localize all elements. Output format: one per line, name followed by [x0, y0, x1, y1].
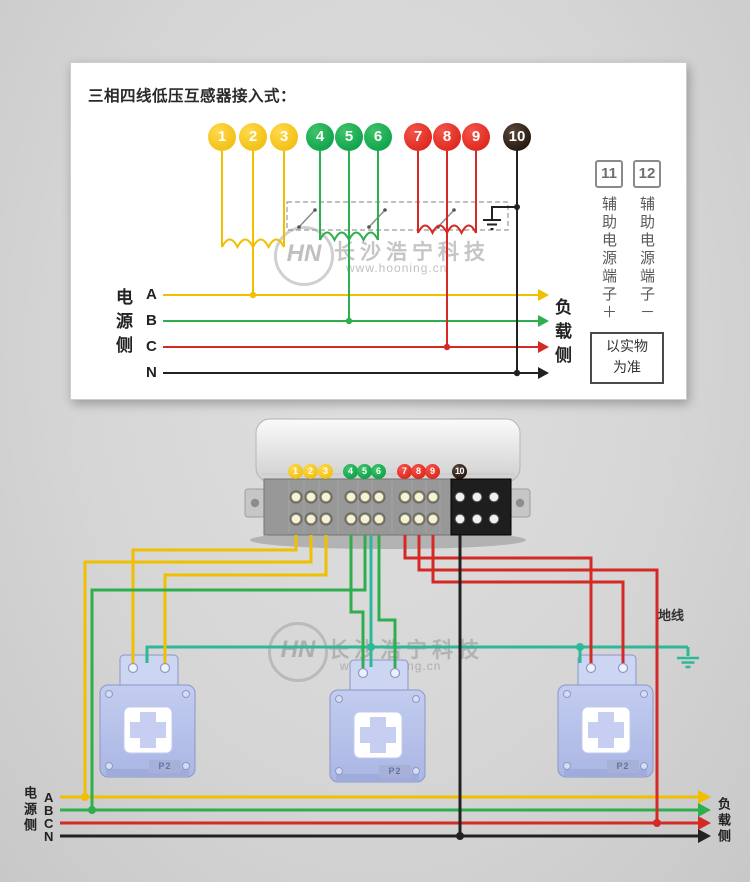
arrow-right-icon: [538, 315, 549, 327]
arrow-right-icon: [538, 367, 549, 379]
meter-terminal-8: 8: [411, 464, 426, 479]
terminal-8: 8: [433, 123, 461, 151]
link-blades: [298, 209, 455, 228]
test-link-box: [286, 201, 509, 231]
meter-terminal-3: 3: [318, 464, 333, 479]
terminal-3: 3: [270, 123, 298, 151]
junction-dot: [367, 643, 375, 651]
ct-p2-label: P2: [379, 765, 411, 778]
schematic: [163, 151, 549, 379]
bus-label-b: B: [44, 803, 54, 818]
wire-phase-b: [163, 151, 538, 322]
watermark-logo-icon: HN: [274, 226, 334, 286]
page-title: 三相四线低压互感器接入式：: [88, 88, 297, 105]
aux-label-minus: 辅助电源端子－: [638, 196, 655, 322]
arrow-right-icon: [698, 790, 711, 804]
note-box: 以实物 为准: [590, 332, 664, 384]
phase-label-c: C: [146, 338, 157, 355]
terminal-strip-aux: [450, 478, 512, 536]
wires-green: [90, 535, 397, 810]
junction-dot: [81, 793, 89, 801]
junction-dot: [513, 369, 521, 377]
phase-label-b: B: [146, 312, 157, 329]
meter-terminal-block: [244, 418, 531, 549]
wire-phase-a: [163, 151, 538, 296]
bus-bars: [60, 795, 698, 838]
terminal-10: 10: [503, 123, 531, 151]
junction-dot: [345, 317, 353, 325]
terminal-7: 7: [404, 123, 432, 151]
ct-p2-label: P2: [607, 760, 639, 773]
arrow-right-icon: [538, 289, 549, 301]
meter-terminal-10: 10: [452, 464, 467, 479]
junction-dot: [249, 291, 257, 299]
arrow-right-icon: [698, 803, 711, 817]
watermark-logo-icon: HN: [268, 622, 328, 682]
ct-coil-symbol-c: [417, 224, 477, 236]
meter-terminal-5: 5: [357, 464, 372, 479]
junction-dot: [576, 643, 584, 651]
source-side-label: 电源侧: [22, 786, 37, 834]
terminal-screws: [289, 490, 500, 526]
aux-label-plus: 辅助电源端子＋: [600, 196, 617, 322]
ground-icon: [483, 219, 501, 230]
phase-label-a: A: [146, 286, 157, 303]
current-transformer-3: [557, 654, 654, 778]
junction-dot: [443, 343, 451, 351]
arrow-right-icon: [538, 341, 549, 353]
current-transformer-1: [99, 654, 196, 778]
meter-terminal-2: 2: [303, 464, 318, 479]
meter-terminal-9: 9: [425, 464, 440, 479]
note-line-2: 为准: [613, 359, 641, 375]
wires-yellow: [83, 535, 328, 797]
junction-dot: [514, 204, 520, 210]
terminal-5: 5: [335, 123, 363, 151]
meter-terminal-7: 7: [397, 464, 412, 479]
wire-phase-c: [163, 151, 538, 348]
terminal-6: 6: [364, 123, 392, 151]
load-side-label: 负载侧: [552, 298, 571, 370]
meter-terminal-1: 1: [288, 464, 303, 479]
meter-terminal-6: 6: [371, 464, 386, 479]
ct-coil-symbol-b: [319, 231, 379, 243]
wire-neutral: [163, 151, 538, 374]
phase-label-n: N: [146, 364, 157, 381]
arrow-right-icon: [698, 816, 711, 830]
junction-dot: [653, 819, 661, 827]
ct-coil-symbol-a: [221, 238, 285, 250]
note-line-1: 以实物: [606, 338, 648, 354]
current-transformer-2: [329, 659, 426, 783]
terminal-4: 4: [306, 123, 334, 151]
aux-terminal-12: 12: [633, 160, 661, 188]
bus-label-n: N: [44, 829, 54, 844]
terminal-9: 9: [462, 123, 490, 151]
bus-label-c: C: [44, 816, 54, 831]
junction-dot: [88, 806, 96, 814]
ground-icon: [677, 656, 699, 669]
meter-terminal-4: 4: [343, 464, 358, 479]
bus-label-a: A: [44, 790, 54, 805]
ct-secondary-screws: [127, 662, 629, 679]
terminal-2: 2: [239, 123, 267, 151]
arrow-right-icon: [698, 829, 711, 843]
ct-p2-label: P2: [149, 760, 181, 773]
watermark-brand: 长沙浩宁科技: [328, 639, 484, 662]
watermark-url: www.hooning.cn: [346, 261, 448, 275]
junction-dot: [456, 832, 464, 840]
terminal-1: 1: [208, 123, 236, 151]
aux-terminal-11: 11: [595, 160, 623, 188]
source-side-label: 电源侧: [113, 288, 132, 360]
load-side-label: 负载侧: [716, 797, 731, 845]
ground-wire-label: 地线: [658, 608, 685, 623]
wires-red: [403, 535, 659, 823]
